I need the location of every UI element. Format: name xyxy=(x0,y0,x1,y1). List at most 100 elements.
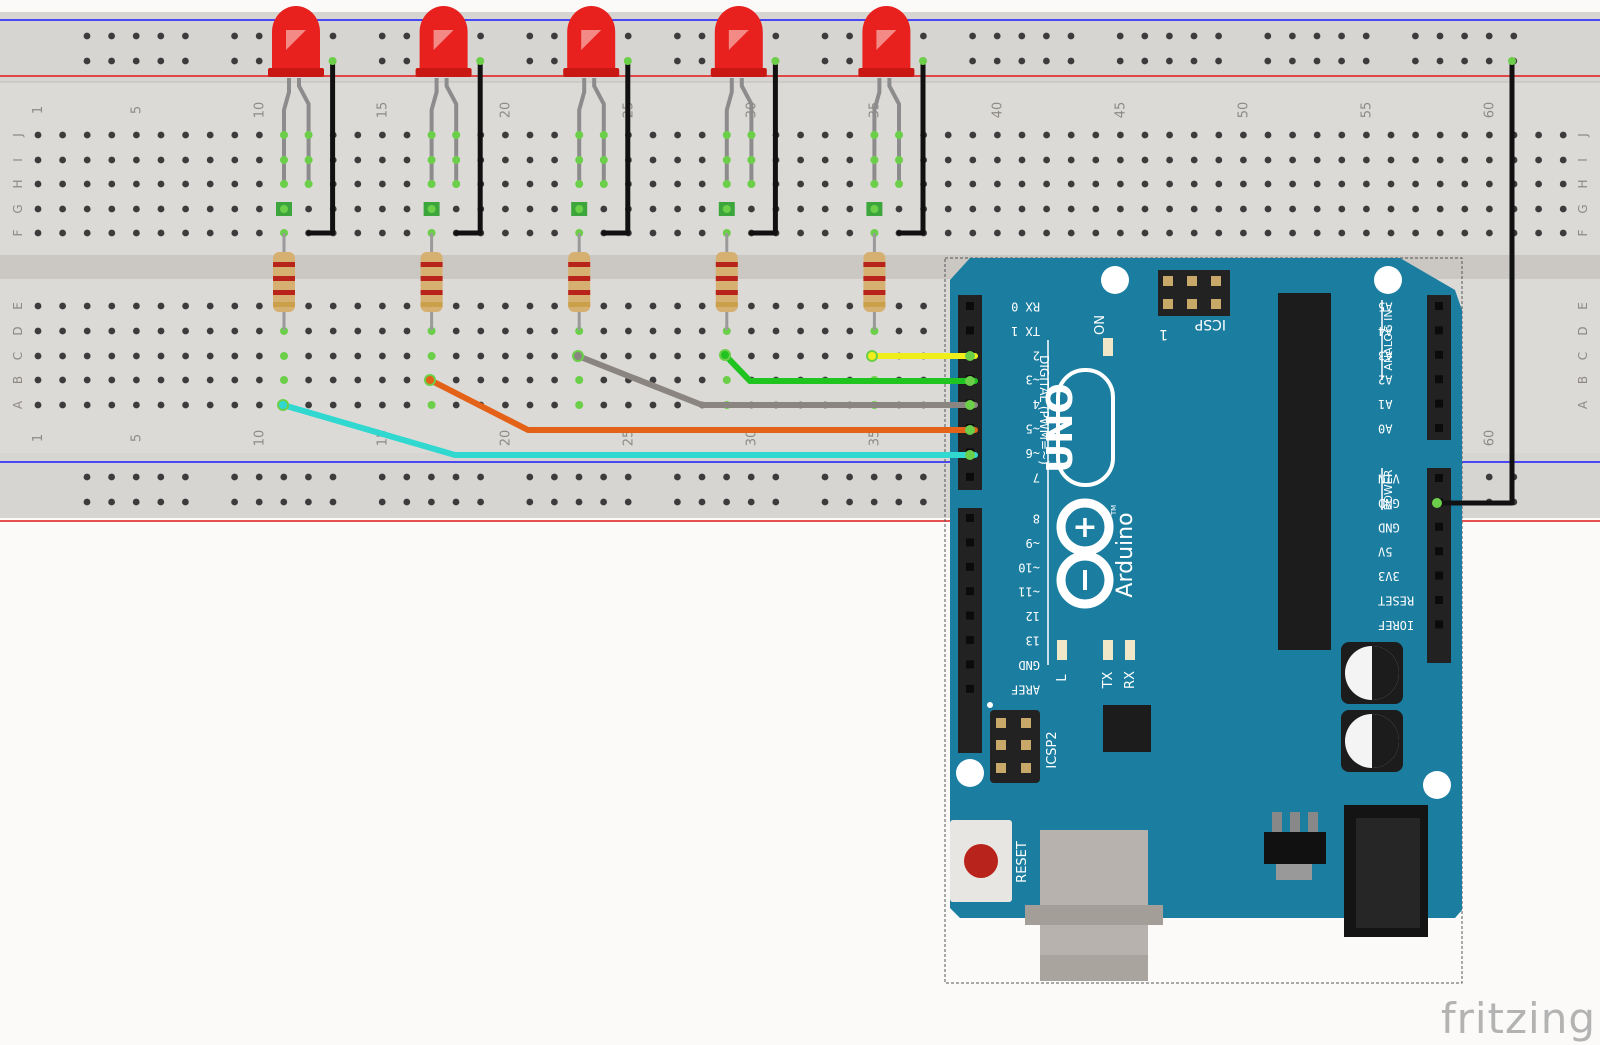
breadboard-hole xyxy=(182,401,190,409)
breadboard-hole xyxy=(256,327,263,335)
led-leg xyxy=(724,78,734,185)
wire-black-gnd-rail[interactable] xyxy=(1434,58,1515,506)
led-leg xyxy=(577,78,587,185)
pin-label: A1 xyxy=(1378,397,1392,411)
breadboard-hole xyxy=(502,327,509,335)
breadboard-hole xyxy=(821,229,829,237)
breadboard-hole xyxy=(1461,131,1469,139)
breadboard-hole xyxy=(526,131,534,139)
icsp2-label: ICSP2 xyxy=(1045,731,1060,768)
breadboard-hole xyxy=(1535,131,1542,139)
breadboard-hole xyxy=(157,131,165,139)
led-ground-wire[interactable] xyxy=(896,58,926,236)
breadboard-hole xyxy=(649,302,657,310)
breadboard-hole xyxy=(1313,180,1321,188)
wire-cyan-pin6[interactable] xyxy=(280,402,978,458)
rail-hole xyxy=(428,473,435,481)
breadboard-hole xyxy=(969,205,977,213)
pin-label: GND xyxy=(1378,496,1400,510)
breadboard-hole xyxy=(1363,131,1370,139)
connected-hole xyxy=(575,327,584,335)
rail-hole xyxy=(1412,57,1419,65)
column-number-top: 15 xyxy=(375,102,390,119)
rail-hole xyxy=(575,473,583,481)
mounting-hole xyxy=(1101,266,1129,294)
led-ground-wire[interactable] xyxy=(453,58,483,236)
breadboard-hole xyxy=(231,352,239,360)
breadboard-hole xyxy=(1559,229,1567,237)
row-letter: B xyxy=(1576,376,1590,384)
breadboard-hole xyxy=(182,376,190,384)
breadboard-hole xyxy=(403,131,411,139)
rail-hole xyxy=(378,498,386,506)
rx-led xyxy=(1125,640,1135,660)
column-number-bottom: 10 xyxy=(252,430,267,447)
breadboard-hole xyxy=(1043,156,1050,164)
connected-hole xyxy=(722,131,731,139)
breadboard-hole xyxy=(502,401,509,409)
wire-green-pin3[interactable] xyxy=(722,352,978,384)
breadboard-hole xyxy=(182,156,190,164)
breadboard-hole xyxy=(1067,229,1075,237)
row-letter: A xyxy=(1576,400,1590,409)
breadboard-hole xyxy=(133,352,140,360)
header-pin xyxy=(1435,547,1443,556)
breadboard-hole xyxy=(674,376,681,384)
breadboard-hole xyxy=(551,302,558,310)
rail-hole xyxy=(428,498,435,506)
row-letter: J xyxy=(1576,133,1590,138)
pin-label: ~10 xyxy=(1018,560,1040,574)
rail-hole xyxy=(182,498,189,506)
rail-hole xyxy=(83,473,91,481)
pin-label: GND xyxy=(1018,658,1040,672)
rail-hole xyxy=(108,473,115,481)
rail-hole xyxy=(870,498,878,506)
breadboard-hole xyxy=(1412,131,1419,139)
breadboard-hole xyxy=(1412,180,1419,188)
wire-orange-pin5[interactable] xyxy=(427,377,978,433)
wire-gray-pin4[interactable] xyxy=(575,353,978,408)
breadboard-hole xyxy=(231,180,239,188)
connected-hole xyxy=(870,205,879,213)
rail-hole xyxy=(969,32,976,40)
header-pin xyxy=(1435,326,1443,335)
rail-hole xyxy=(1338,32,1345,40)
led-ground-wire[interactable] xyxy=(306,58,336,236)
breadboard-hole xyxy=(1338,180,1346,188)
rail-hole xyxy=(993,57,1001,65)
breadboard-hole xyxy=(600,205,608,213)
pin-label: ~6 xyxy=(1026,446,1040,460)
rail-hole xyxy=(1461,32,1468,40)
breadboard-hole xyxy=(379,131,386,139)
row-letter: I xyxy=(11,158,25,162)
rail-hole xyxy=(723,498,730,506)
led-unit xyxy=(415,6,472,409)
breadboard-hole xyxy=(895,327,903,335)
breadboard-hole xyxy=(59,156,66,164)
breadboard-hole xyxy=(625,352,632,360)
connected-hole xyxy=(280,352,288,360)
breadboard-hole xyxy=(354,401,362,409)
led-ground-wire[interactable] xyxy=(748,58,778,236)
rail-hole xyxy=(1166,32,1173,40)
breadboard-hole xyxy=(1264,205,1272,213)
wire-endpoints xyxy=(277,57,1516,508)
rail-hole xyxy=(1412,32,1419,40)
mounting-hole xyxy=(956,759,984,787)
breadboard-hole xyxy=(403,180,411,188)
tx-led xyxy=(1103,640,1113,660)
breadboard-hole xyxy=(231,229,239,237)
breadboard-hole xyxy=(526,156,534,164)
led-ground-wire[interactable] xyxy=(601,58,631,236)
breadboard-hole xyxy=(846,156,854,164)
header-pin xyxy=(1435,302,1443,310)
breadboard-hole xyxy=(59,327,66,335)
breadboard-hole xyxy=(674,327,681,335)
pin-label: 8 xyxy=(1033,512,1040,526)
connected-hole xyxy=(304,131,313,139)
rail-hole xyxy=(1190,32,1198,40)
breadboard-hole xyxy=(477,327,485,335)
connected-hole xyxy=(427,180,436,188)
